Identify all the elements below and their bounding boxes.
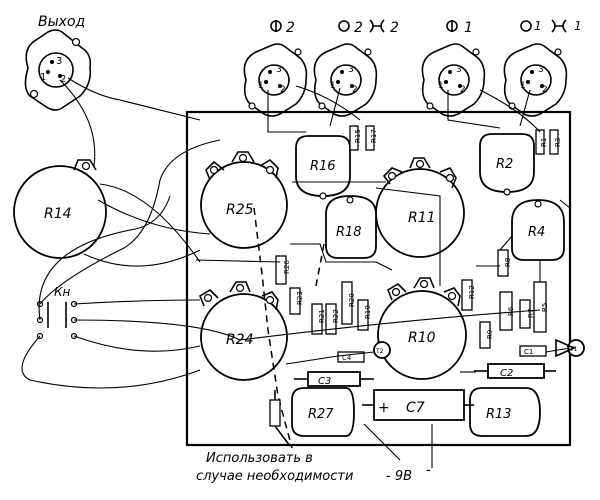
capacitor-c3: C3	[294, 371, 374, 387]
svg-text:3: 3	[348, 65, 354, 75]
svg-text:R3: R3	[554, 138, 562, 147]
svg-text:R23: R23	[296, 291, 304, 305]
svg-text:R8: R8	[504, 258, 512, 267]
svg-text:2: 2	[460, 85, 466, 95]
svg-text:R13: R13	[486, 407, 512, 422]
pot-r14: R14	[13, 159, 107, 259]
pot-r25: R25	[200, 151, 288, 249]
transistor-t1: T1	[567, 339, 585, 357]
svg-text:R16: R16	[310, 159, 336, 174]
wiring	[21, 77, 576, 468]
label-j1: 1	[464, 20, 473, 36]
trimmer-r27: R27	[291, 387, 355, 437]
trimmer-r2: R2	[479, 133, 535, 196]
label-minus-terminal: -	[426, 463, 431, 478]
out-pin1: 1	[40, 72, 46, 83]
trimmer-r4: R4	[511, 199, 565, 261]
svg-text:R25: R25	[226, 202, 254, 218]
pot-r11: R11	[375, 157, 465, 258]
svg-text:C2: C2	[500, 368, 513, 379]
label-j2x: 2	[354, 20, 363, 36]
output-connector: 3 1 2	[24, 29, 92, 111]
svg-text:T1: T1	[569, 346, 578, 353]
svg-text:C3: C3	[318, 376, 331, 387]
svg-text:2: 2	[352, 85, 358, 95]
svg-text:R1: R1	[540, 138, 548, 147]
pot-r10: R10	[377, 277, 467, 380]
svg-text:3: 3	[276, 65, 282, 75]
connector-j1-right: 3 1 2	[503, 43, 568, 117]
capacitor-c7: + C7	[362, 389, 474, 421]
connector-j2-right: 3 1 2	[313, 43, 378, 117]
resistor-group-mid: R26 R23 R21 R22 R20 R19 R12 R9 R8 R6 R7 …	[275, 249, 549, 363]
trimmer-r18: R18	[325, 195, 377, 259]
svg-text:R5: R5	[541, 303, 549, 312]
svg-text:C4: C4	[342, 354, 352, 362]
connector-j2-left: 3 1 2	[243, 43, 308, 117]
svg-text:2: 2	[542, 85, 548, 95]
svg-text:1: 1	[574, 19, 582, 33]
svg-text:2: 2	[390, 20, 399, 36]
svg-text:T2: T2	[375, 348, 384, 355]
note-line1: Использовать в	[206, 451, 313, 466]
svg-text:R26: R26	[283, 260, 291, 274]
svg-text:R27: R27	[308, 407, 334, 422]
svg-text:1: 1	[438, 81, 444, 91]
svg-text:1: 1	[330, 81, 336, 91]
svg-text:2: 2	[280, 85, 286, 95]
label-j2: 2	[286, 20, 295, 36]
svg-text:R11: R11	[408, 210, 436, 226]
connector-j1-left: 3 1 2	[421, 43, 486, 117]
svg-text:R4: R4	[528, 225, 545, 240]
trimmer-r16: R16	[295, 135, 351, 200]
svg-text:1: 1	[258, 81, 264, 91]
connector-labels: 2 2 2 1 1 1	[270, 19, 582, 36]
label-kn: Кн	[54, 285, 71, 299]
svg-text:R17: R17	[370, 129, 378, 143]
svg-text:1: 1	[520, 81, 526, 91]
label-j1x: 1	[534, 19, 542, 33]
svg-text:R19: R19	[364, 305, 372, 319]
capacitor-c2: C2	[474, 363, 556, 379]
svg-text:R15: R15	[354, 129, 362, 143]
out-pin2: 2	[60, 74, 66, 85]
svg-text:R18: R18	[336, 225, 362, 240]
circuit-board	[185, 110, 572, 447]
svg-text:R12: R12	[468, 285, 476, 299]
switch-kn: Кн	[36, 285, 78, 340]
svg-text:R9: R9	[486, 330, 494, 339]
svg-text:R10: R10	[408, 330, 436, 346]
svg-text:+: +	[378, 400, 390, 416]
svg-text:R2: R2	[496, 157, 513, 172]
svg-text:R22: R22	[332, 309, 340, 323]
svg-text:R20: R20	[348, 293, 356, 307]
svg-text:R21: R21	[318, 309, 326, 323]
label-minus9: - 9В	[386, 469, 412, 484]
svg-text:R7: R7	[527, 309, 535, 318]
svg-text:3: 3	[538, 65, 544, 75]
svg-text:C1: C1	[524, 348, 533, 356]
out-pin3: 3	[56, 56, 62, 67]
transistor-t2: T2	[373, 341, 391, 359]
note-line2: случае необходимости	[196, 469, 353, 484]
trimmer-r13: R13	[469, 387, 541, 437]
label-output: Выход	[38, 14, 85, 30]
svg-text:C7: C7	[406, 400, 425, 416]
svg-text:R6: R6	[507, 306, 515, 316]
svg-text:R14: R14	[44, 206, 72, 222]
svg-text:3: 3	[456, 65, 462, 75]
resistor-group-top: R15 R17 R1 R3	[349, 125, 562, 155]
pot-r24: R24	[199, 281, 288, 381]
